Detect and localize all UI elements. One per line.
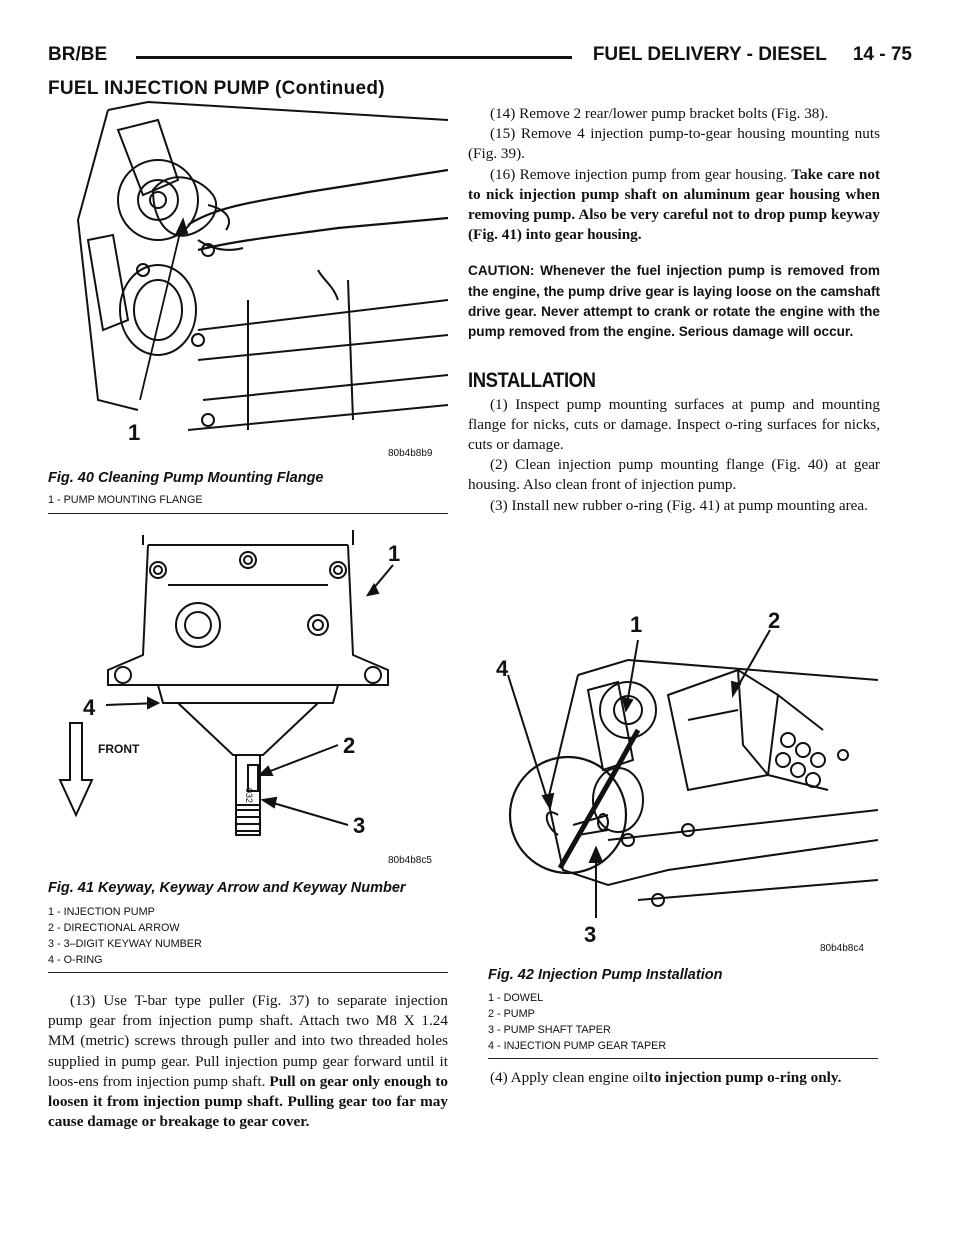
fig42-legend-item: 2 - PUMP [488,1008,535,1020]
fig40-legend-item: 1 - PUMP MOUNTING FLANGE [48,494,203,506]
section-title: FUEL DELIVERY - DIESEL [592,44,827,65]
fig41-callout-4: 4 [83,695,96,720]
fig40-caption: Fig. 40 Cleaning Pump Mounting Flange [48,470,324,486]
fig41-legend-item: 2 - DIRECTIONAL ARROW [48,922,180,934]
page-number: 14 - 75 [852,44,912,65]
step-14: (14) Remove 2 rear/lower pump bracket bo… [490,105,829,122]
fig41-callout-1: 1 [388,541,400,566]
fig42-legend-item: 4 - INJECTION PUMP GEAR TAPER [488,1040,667,1052]
fig41-callout-3: 3 [353,813,365,838]
step-16-text: (16) Remove injection pump from gear hou… [490,165,792,183]
fig41-legend-item: 1 - INJECTION PUMP [48,906,155,918]
install-step-4: (4) Apply clean engine oilto injection p… [468,1068,880,1088]
subheader: FUEL INJECTION PUMP (Continued) [48,78,385,99]
fig41-illustration: 1 2 3 4 FRONT 032 [58,530,400,838]
fig41-front-label: FRONT [98,742,140,756]
left-column-text: (13) Use T-bar type puller (Fig. 37) to … [48,991,448,1132]
vehicle-code: BR/BE [48,44,108,65]
install-step-3: (3) Install new rubber o-ring (Fig. 41) … [490,496,868,514]
figure-41: 1 2 3 4 FRONT 032 80b4b8c5 [48,525,448,880]
fig40-callout-1: 1 [128,420,140,445]
step-16: (16) Remove injection pump from gear hou… [468,165,880,246]
fig42-legend: 1 - DOWEL 2 - PUMP 3 - PUMP SHAFT TAPER … [488,990,878,1059]
fig42-code: 80b4b8c4 [820,943,864,954]
fig42-caption: Fig. 42 Injection Pump Installation [488,967,723,983]
step-13-warning: Pull on gear only enough to loosen it fr… [48,1072,449,1131]
right-column-text: (14) Remove 2 rear/lower pump bracket bo… [468,104,880,516]
page-header: BR/BE FUEL DELIVERY - DIESEL 14 - 75 [48,44,912,72]
installation-heading: INSTALLATION [468,368,596,392]
install-step-1: (1) Inspect pump mounting surfaces at pu… [468,395,880,454]
figure-42: 1 2 3 4 80b4b8c4 [478,600,879,960]
fig40-legend: 1 - PUMP MOUNTING FLANGE [48,492,448,514]
fig42-callout-1: 1 [630,612,642,637]
caution-note: CAUTION: Whenever the fuel injection pum… [468,263,880,340]
right-column-bottom-text: (4) Apply clean engine oilto injection p… [468,1068,880,1088]
fig41-legend-item: 3 - 3–DIGIT KEYWAY NUMBER [48,938,202,950]
install-step-4-text: (4) Apply clean engine oil [490,1069,649,1086]
fig42-illustration: 1 2 3 4 [496,608,879,947]
step-16-warning: Take care not to nick injection pump sha… [468,165,881,244]
header-right: FUEL DELIVERY - DIESEL 14 - 75 [567,44,912,66]
fig41-keyway-number: 032 [244,788,254,803]
install-step-2: (2) Clean injection pump mounting flange… [468,456,880,494]
step-13: (13) Use T-bar type puller (Fig. 37) to … [48,991,448,1132]
step-15: (15) Remove 4 injection pump-to-gear hou… [468,125,880,163]
fig40-illustration: 1 [76,100,449,445]
install-step-4-emphasis: to injection pump o-ring only. [648,1069,842,1086]
fig41-caption: Fig. 41 Keyway, Keyway Arrow and Keyway … [48,880,406,896]
fig41-legend-item: 4 - O-RING [48,954,103,966]
fig42-callout-2: 2 [768,608,780,633]
fig42-legend-item: 1 - DOWEL [488,992,544,1004]
step-13-text: (13) Use T-bar type puller (Fig. 37) to … [48,992,448,1090]
fig41-callout-2: 2 [343,733,355,758]
fig41-legend: 1 - INJECTION PUMP 2 - DIRECTIONAL ARROW… [48,904,448,973]
fig42-callout-3: 3 [584,922,596,947]
fig40-code: 80b4b8b9 [388,448,433,459]
fig42-legend-item: 3 - PUMP SHAFT TAPER [488,1024,611,1036]
figure-40: 1 80b4b8b9 [48,100,449,470]
fig41-code: 80b4b8c5 [388,855,432,866]
fig42-callout-4: 4 [496,656,509,681]
header-rule [136,56,572,59]
